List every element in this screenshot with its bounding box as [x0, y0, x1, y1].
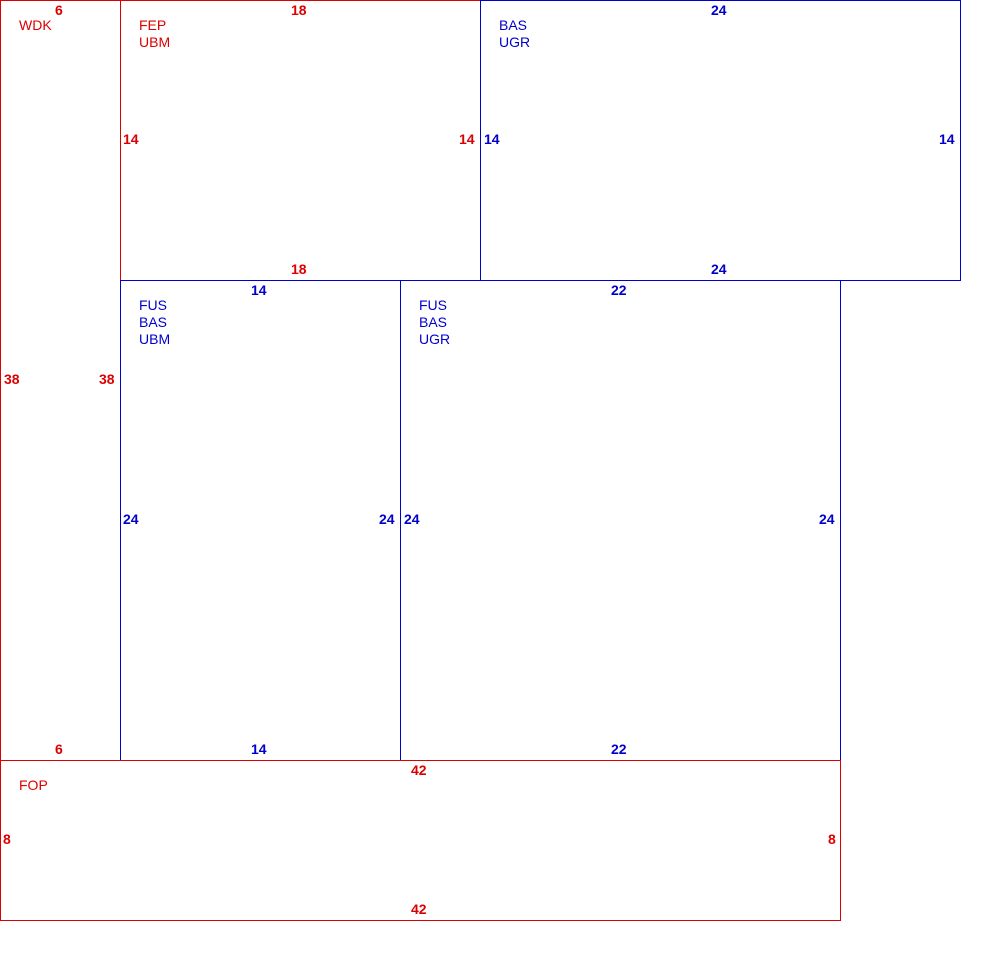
- panel-fep-ubm-left-dim: 14: [123, 131, 139, 147]
- panel-fus-bas-ubm: [120, 280, 401, 761]
- panel-fep-ubm: [120, 0, 481, 281]
- panel-fep-ubm-label: FEP UBM: [139, 17, 171, 50]
- panel-fop-right-dim: 8: [828, 831, 836, 847]
- panel-bas-ugr-top-dim: 24: [711, 2, 727, 18]
- panel-fus-bas-ugr-top-dim: 22: [611, 282, 627, 298]
- panel-fop-left-dim: 8: [3, 831, 11, 847]
- panel-wdk-right-dim: 38: [99, 371, 115, 387]
- panel-fus-bas-ubm-top-dim: 14: [251, 282, 267, 298]
- panel-fep-ubm-right-dim: 14: [459, 131, 475, 147]
- panel-wdk-top-dim: 6: [55, 2, 63, 18]
- panel-bas-ugr: [480, 0, 961, 281]
- panel-fus-bas-ugr-label: FUS BAS UGR: [419, 297, 451, 347]
- panel-fop-top-dim: 42: [411, 762, 427, 778]
- panel-fus-bas-ugr-bottom-dim: 22: [611, 741, 627, 757]
- panel-bas-ugr-left-dim: 14: [484, 131, 500, 147]
- panel-fus-bas-ubm-label: FUS BAS UBM: [139, 297, 171, 347]
- panel-fus-bas-ubm-right-dim: 24: [379, 511, 395, 527]
- panel-fus-bas-ubm-bottom-dim: 14: [251, 741, 267, 757]
- panel-fep-ubm-top-dim: 18: [291, 2, 307, 18]
- panel-fus-bas-ugr: [400, 280, 841, 761]
- panel-bas-ugr-bottom-dim: 24: [711, 261, 727, 277]
- panel-fep-ubm-bottom-dim: 18: [291, 261, 307, 277]
- panel-fop-label: FOP: [19, 777, 48, 793]
- panel-bas-ugr-right-dim: 14: [939, 131, 955, 147]
- panel-wdk-bottom-dim: 6: [55, 741, 63, 757]
- panel-fus-bas-ugr-left-dim: 24: [404, 511, 420, 527]
- panel-fop-bottom-dim: 42: [411, 901, 427, 917]
- panel-bas-ugr-label: BAS UGR: [499, 17, 531, 50]
- panel-wdk-left-dim: 38: [4, 371, 20, 387]
- panel-fop: [0, 760, 841, 921]
- panel-fus-bas-ubm-left-dim: 24: [123, 511, 139, 527]
- panel-wdk-label: WDK: [19, 17, 52, 33]
- panel-fus-bas-ugr-right-dim: 24: [819, 511, 835, 527]
